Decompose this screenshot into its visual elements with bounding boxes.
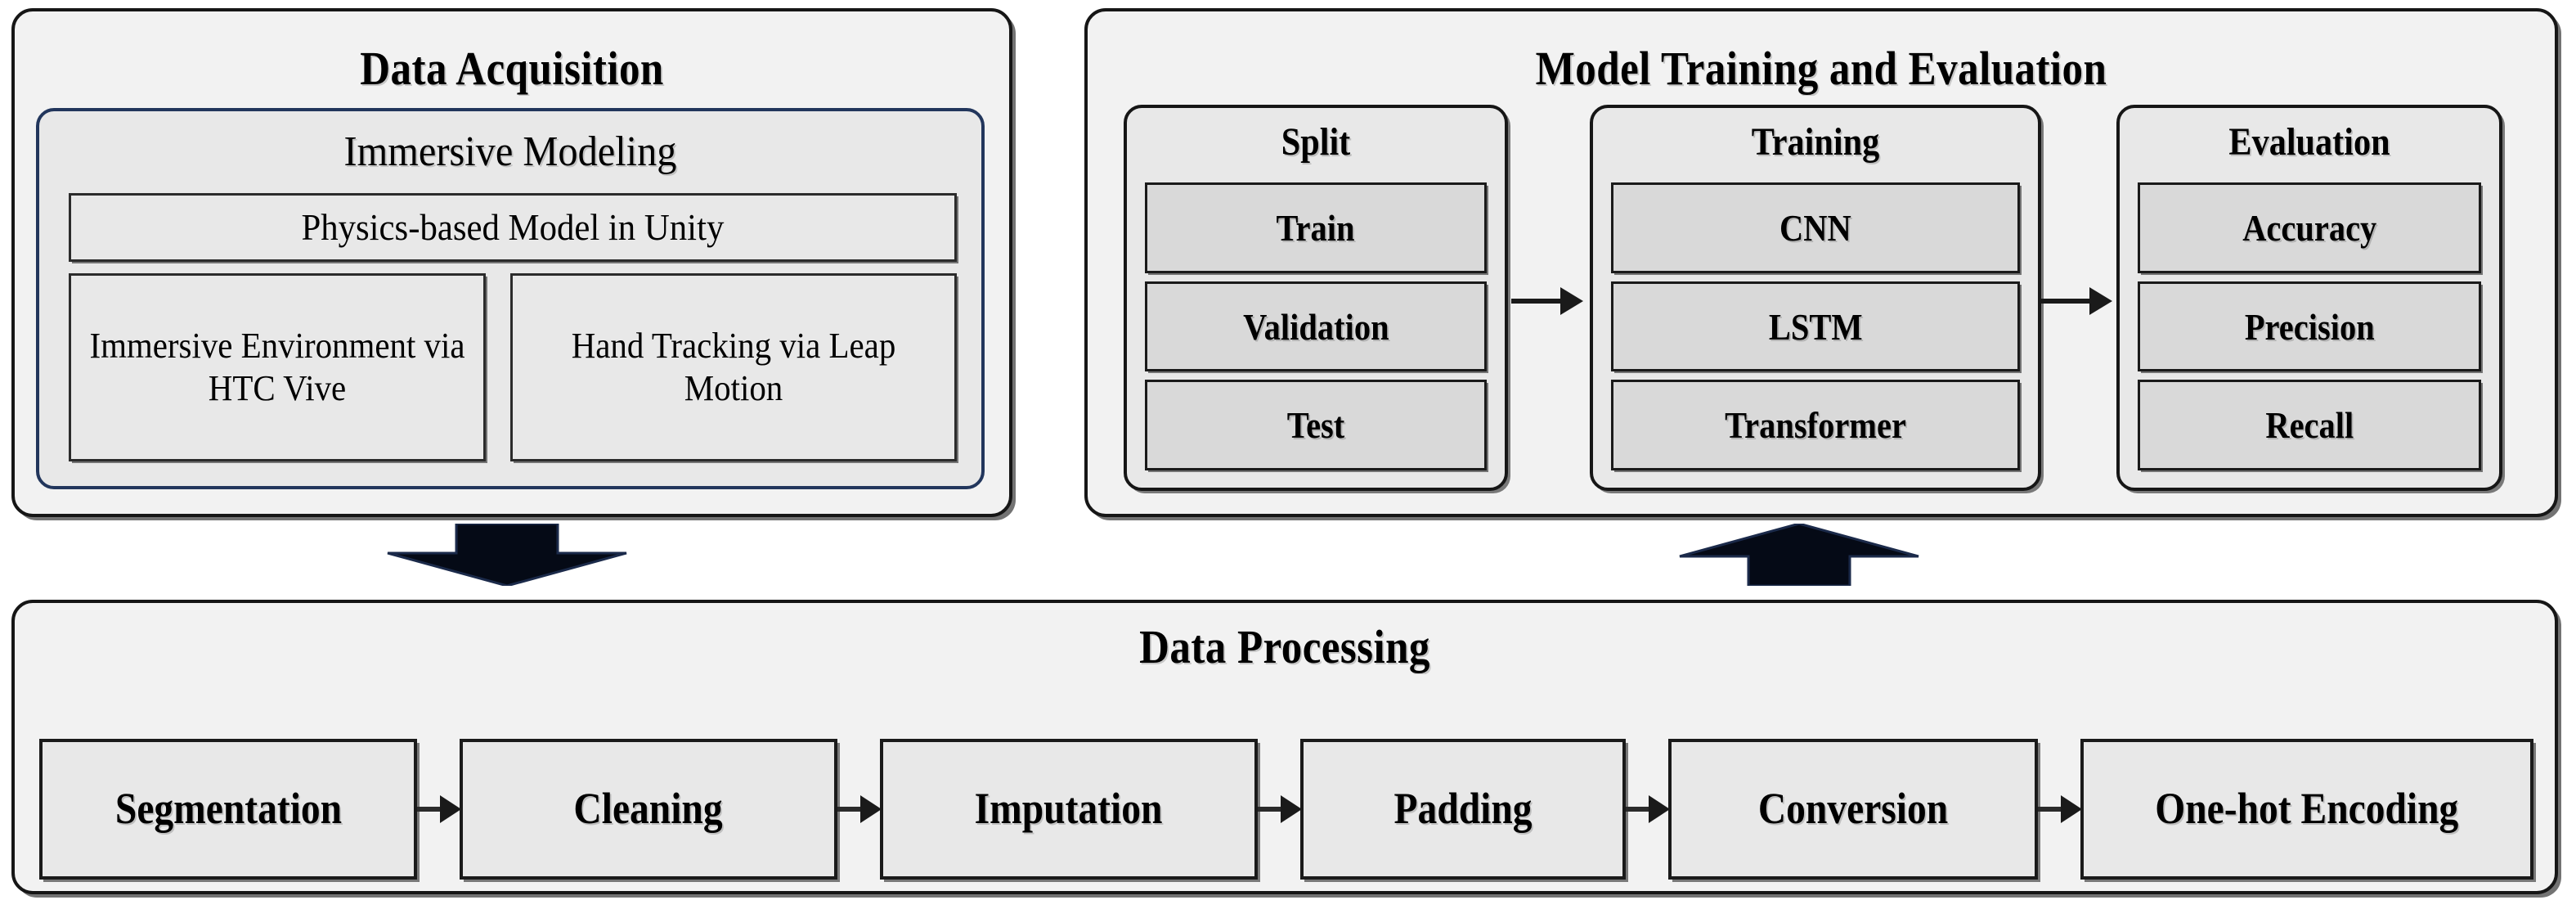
arrow-imputation-to-padding-icon [1258, 795, 1302, 823]
chip-cnn: CNN [1611, 182, 2020, 273]
chip-lstm: LSTM [1611, 281, 2020, 372]
subpanel-title-evaluation: Evaluation [2228, 120, 2390, 164]
step-box-segmentation: Segmentation [39, 739, 417, 880]
chip-label-cnn: CNN [1779, 206, 1851, 249]
chip-label-validation: Validation [1242, 305, 1389, 348]
chip-list-training: CNN LSTM Transformer [1611, 178, 2020, 475]
step-box-cleaning: Cleaning [460, 739, 837, 880]
subpanel-training: Training CNN LSTM Transformer [1590, 105, 2041, 491]
chip-train: Train [1145, 182, 1487, 273]
subpanel-split: Split Train Validation Test [1124, 105, 1508, 491]
chip-accuracy: Accuracy [2138, 182, 2481, 273]
chip-transformer: Transformer [1611, 380, 2020, 471]
subpanel-evaluation: Evaluation Accuracy Precision Recall [2116, 105, 2502, 491]
chip-recall: Recall [2138, 380, 2481, 471]
data-processing-step-row: Segmentation Cleaning Imputation Padding [39, 739, 2533, 880]
step-label-cleaning: Cleaning [573, 784, 724, 834]
subpanel-title-split: Split [1281, 120, 1351, 164]
chip-label-transformer: Transformer [1725, 404, 1906, 447]
step-label-imputation: Imputation [975, 784, 1163, 834]
box-label-immersive-environment: Immersive Environment via HTC Vive [89, 326, 465, 408]
panel-title-model-training-and-evaluation: Model Training and Evaluation [1535, 42, 2107, 95]
box-label-physics-based-model: Physics-based Model in Unity [301, 205, 725, 248]
box-immersive-environment-htc-vive: Immersive Environment via HTC Vive [69, 273, 486, 461]
subpanel-immersive-modeling: Immersive Modeling Physics-based Model i… [36, 108, 985, 489]
chip-label-lstm: LSTM [1768, 305, 1863, 348]
step-label-segmentation: Segmentation [114, 784, 342, 834]
step-label-padding: Padding [1393, 784, 1533, 834]
chip-label-precision: Precision [2244, 305, 2375, 348]
subpanel-title-training: Training [1751, 120, 1880, 164]
step-box-imputation: Imputation [880, 739, 1258, 880]
arrow-split-to-training-icon [1511, 287, 1583, 315]
box-label-hand-tracking: Hand Tracking via Leap Motion [571, 326, 896, 408]
subpanel-title-immersive-modeling: Immersive Modeling [343, 128, 677, 175]
arrow-conversion-to-onehot-icon [2038, 795, 2082, 823]
panel-title-data-acquisition: Data Acquisition [360, 42, 664, 95]
box-hand-tracking-leap-motion: Hand Tracking via Leap Motion [510, 273, 957, 461]
box-physics-based-model-in-unity: Physics-based Model in Unity [69, 193, 957, 262]
panel-model-training-and-evaluation: Model Training and Evaluation Split Trai… [1084, 8, 2558, 517]
arrow-padding-to-conversion-icon [1626, 795, 1670, 823]
chip-validation: Validation [1145, 281, 1487, 372]
step-box-one-hot-encoding: One-hot Encoding [2080, 739, 2533, 880]
arrow-cleaning-to-imputation-icon [837, 795, 882, 823]
chip-label-recall: Recall [2265, 404, 2354, 447]
panel-data-acquisition: Data Acquisition Immersive Modeling Phys… [11, 8, 1012, 517]
chip-precision: Precision [2138, 281, 2481, 372]
arrow-acquisition-to-processing-icon [387, 524, 627, 586]
chip-list-split: Train Validation Test [1145, 178, 1487, 475]
chip-test: Test [1145, 380, 1487, 471]
step-box-conversion: Conversion [1668, 739, 2038, 880]
chip-label-accuracy: Accuracy [2242, 206, 2377, 249]
arrow-processing-to-training-icon [1679, 524, 1919, 586]
panel-data-processing: Data Processing Segmentation Cleaning Im… [11, 600, 2558, 894]
panel-title-data-processing: Data Processing [1139, 620, 1430, 673]
arrow-training-to-evaluation-icon [2040, 287, 2112, 315]
chip-list-evaluation: Accuracy Precision Recall [2138, 178, 2481, 475]
arrow-segmentation-to-cleaning-icon [417, 795, 461, 823]
step-label-conversion: Conversion [1757, 784, 1949, 834]
step-box-padding: Padding [1300, 739, 1626, 880]
chip-label-test: Test [1286, 404, 1345, 447]
step-label-one-hot-encoding: One-hot Encoding [2155, 784, 2459, 834]
chip-label-train: Train [1277, 206, 1355, 249]
